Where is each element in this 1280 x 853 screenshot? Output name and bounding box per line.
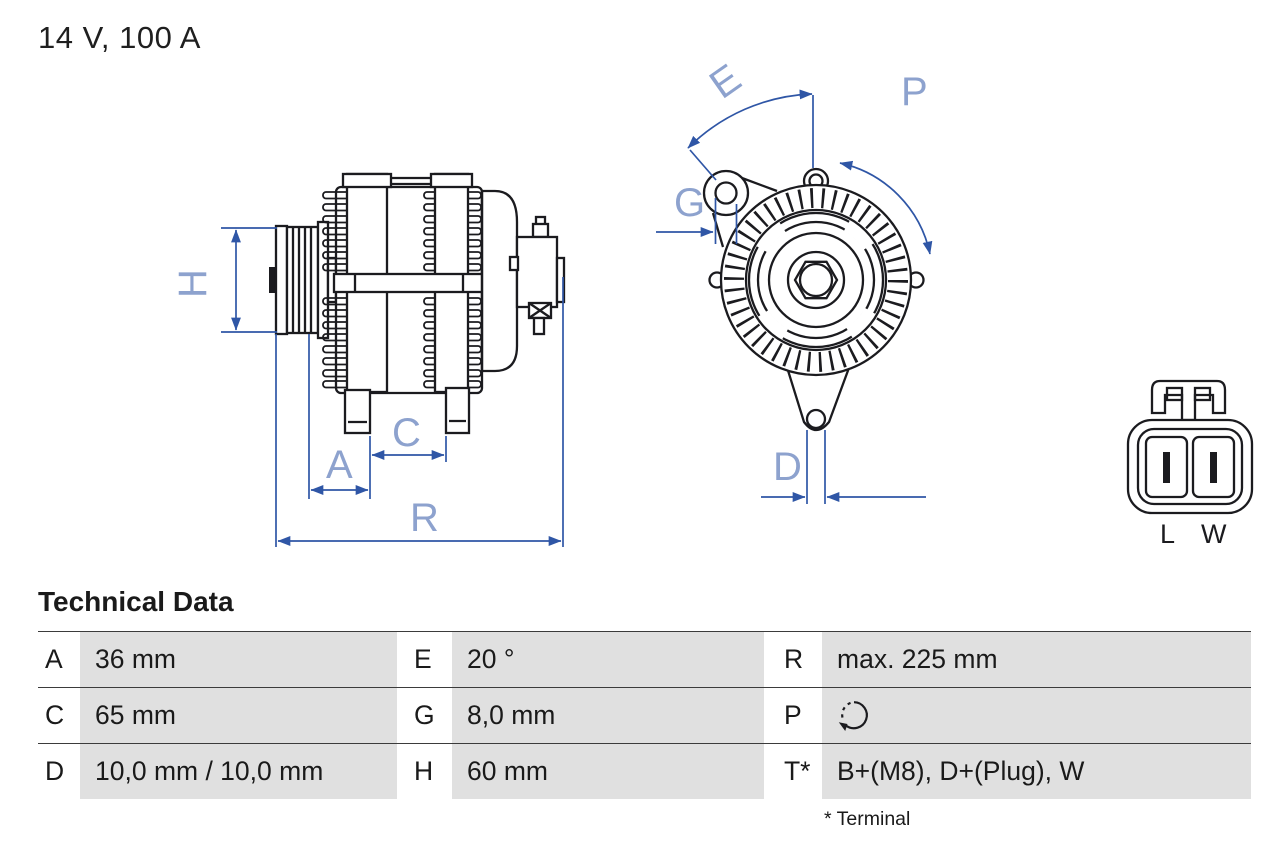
table-row: D 10,0 mm / 10,0 mm H 60 mm T* B+(M8), D… xyxy=(38,743,1251,799)
dimension-g xyxy=(656,198,738,244)
dim-key: G xyxy=(397,688,452,743)
dim-label-p: P xyxy=(901,70,928,114)
dimension-d xyxy=(761,430,926,504)
dimension-e xyxy=(687,89,814,181)
dim-label-g: G xyxy=(674,181,705,225)
terminal-footnote: * Terminal xyxy=(824,808,911,830)
dim-value: 65 mm xyxy=(80,688,397,743)
connector-latch xyxy=(1150,379,1227,422)
connector-plug-diagram: L W xyxy=(1126,379,1254,549)
bottom-mounting-lug xyxy=(784,356,855,432)
shaft-hex-nut xyxy=(793,260,839,300)
dimension-a xyxy=(308,334,371,499)
table-title: Technical Data xyxy=(38,586,234,617)
product-rating: 14 V, 100 A xyxy=(38,20,201,55)
dim-value: 10,0 mm / 10,0 mm xyxy=(80,744,397,799)
terminal-block xyxy=(508,215,566,336)
technical-data-section: Technical Data A 36 mm E 20 ° R max. 225… xyxy=(38,586,1251,831)
table-row: A 36 mm E 20 ° R max. 225 mm xyxy=(38,631,1251,687)
dimension-lines xyxy=(221,89,933,547)
pin-left xyxy=(1163,452,1170,483)
dim-value: B+(M8), D+(Plug), W xyxy=(822,744,1251,799)
pin-right xyxy=(1210,452,1217,483)
alternator-side-view xyxy=(269,172,566,435)
dim-key: A xyxy=(38,632,80,687)
rotation-direction-cell xyxy=(822,688,1251,743)
dim-label-a: A xyxy=(326,443,353,487)
clockwise-rotation-icon xyxy=(838,700,868,731)
pulley xyxy=(269,220,338,340)
dim-key: D xyxy=(38,744,80,799)
dim-value: 60 mm xyxy=(452,744,764,799)
table-row: C 65 mm G 8,0 mm P xyxy=(38,687,1251,743)
dim-label-c: C xyxy=(392,411,421,455)
dim-label-d: D xyxy=(773,445,802,489)
dim-label-e: E xyxy=(702,56,749,107)
dimension-p xyxy=(839,160,933,255)
dim-label-h: H xyxy=(171,269,215,298)
dim-key: H xyxy=(397,744,452,799)
dimension-letters: H A C R E G P D xyxy=(171,56,928,540)
pin-label-l: L xyxy=(1160,519,1175,549)
mounting-feet xyxy=(343,386,471,435)
rear-cap xyxy=(480,189,519,373)
dim-value: 20 ° xyxy=(452,632,764,687)
dim-key: T* xyxy=(764,744,822,799)
dim-value: 8,0 mm xyxy=(452,688,764,743)
dim-key: R xyxy=(764,632,822,687)
vent-slot-ring xyxy=(724,188,908,372)
dim-value: max. 225 mm xyxy=(822,632,1251,687)
dim-key: P xyxy=(764,688,822,743)
dim-label-r: R xyxy=(410,496,439,540)
technical-drawing: L W xyxy=(171,56,1254,549)
dim-key: C xyxy=(38,688,80,743)
pin-label-w: W xyxy=(1201,519,1227,549)
alternator-body xyxy=(322,172,520,395)
dimension-c xyxy=(371,436,447,462)
dim-value: 36 mm xyxy=(80,632,397,687)
dimension-h xyxy=(221,227,277,333)
dim-key: E xyxy=(397,632,452,687)
dimension-r xyxy=(275,277,564,547)
